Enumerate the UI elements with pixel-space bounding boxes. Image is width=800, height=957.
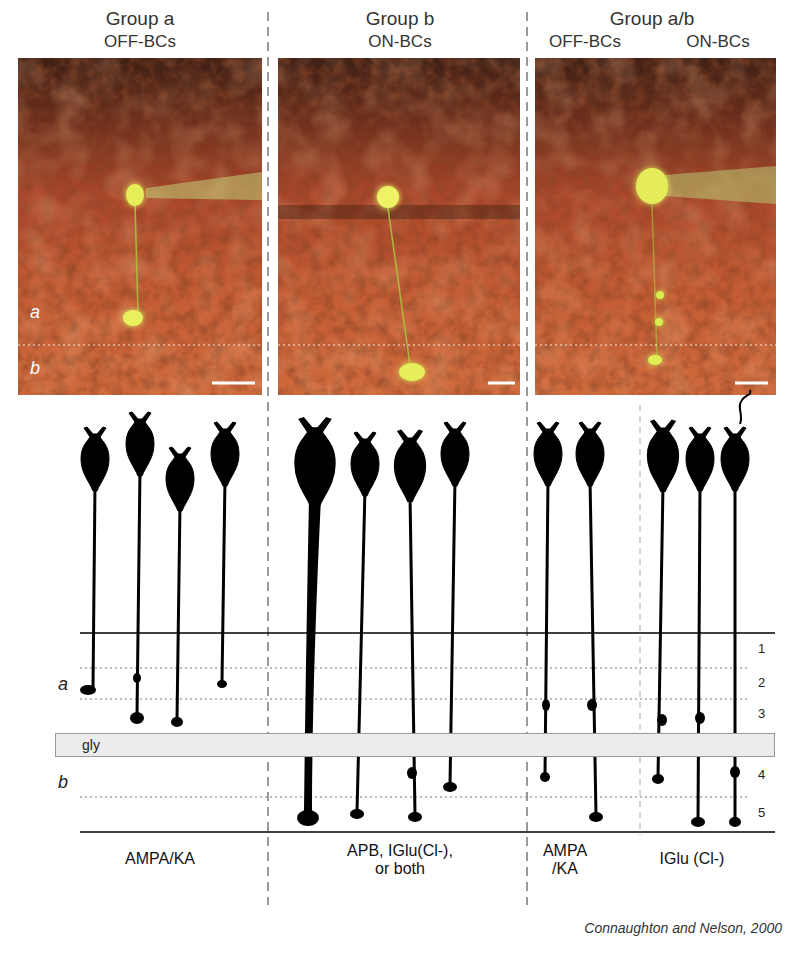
subgroup-separator bbox=[640, 405, 641, 835]
band-label: gly bbox=[82, 734, 100, 756]
sublamina-label: b bbox=[30, 358, 40, 379]
stratum-number: 2 bbox=[758, 676, 765, 691]
stratum-number: 4 bbox=[758, 768, 765, 783]
group-separator bbox=[268, 12, 527, 905]
sublamina-label: a bbox=[58, 674, 68, 695]
sublamina-label: a bbox=[30, 302, 40, 323]
stratum-number: 1 bbox=[758, 642, 765, 657]
group-heading: Group a bbox=[106, 8, 175, 30]
stratum-number: 3 bbox=[758, 707, 765, 722]
cell-class-label: ON-BCs bbox=[686, 32, 749, 52]
receptor-label: AMPA /KA bbox=[536, 842, 594, 879]
receptor-label: AMPA/KA bbox=[125, 850, 195, 868]
credit-line: Connaughton and Nelson, 2000 bbox=[584, 920, 782, 936]
bipolar-cell bbox=[80, 390, 750, 827]
stratum-number: 5 bbox=[758, 806, 765, 821]
cell-class-label: OFF-BCs bbox=[549, 32, 621, 52]
receptor-label: APB, IGlu(Cl-), or both bbox=[341, 842, 459, 879]
cell-class-label: ON-BCs bbox=[368, 32, 431, 52]
micrograph-panel bbox=[535, 58, 776, 395]
receptor-label: IGlu (Cl-) bbox=[660, 850, 725, 868]
group-heading: Group a/b bbox=[610, 8, 695, 30]
micrograph-panel bbox=[18, 58, 262, 395]
group-heading: Group b bbox=[366, 8, 435, 30]
micrograph-panel bbox=[278, 58, 520, 395]
cell-class-label: OFF-BCs bbox=[104, 32, 176, 52]
glycine-band: gly bbox=[55, 733, 775, 757]
sublamina-label: b bbox=[58, 772, 68, 793]
